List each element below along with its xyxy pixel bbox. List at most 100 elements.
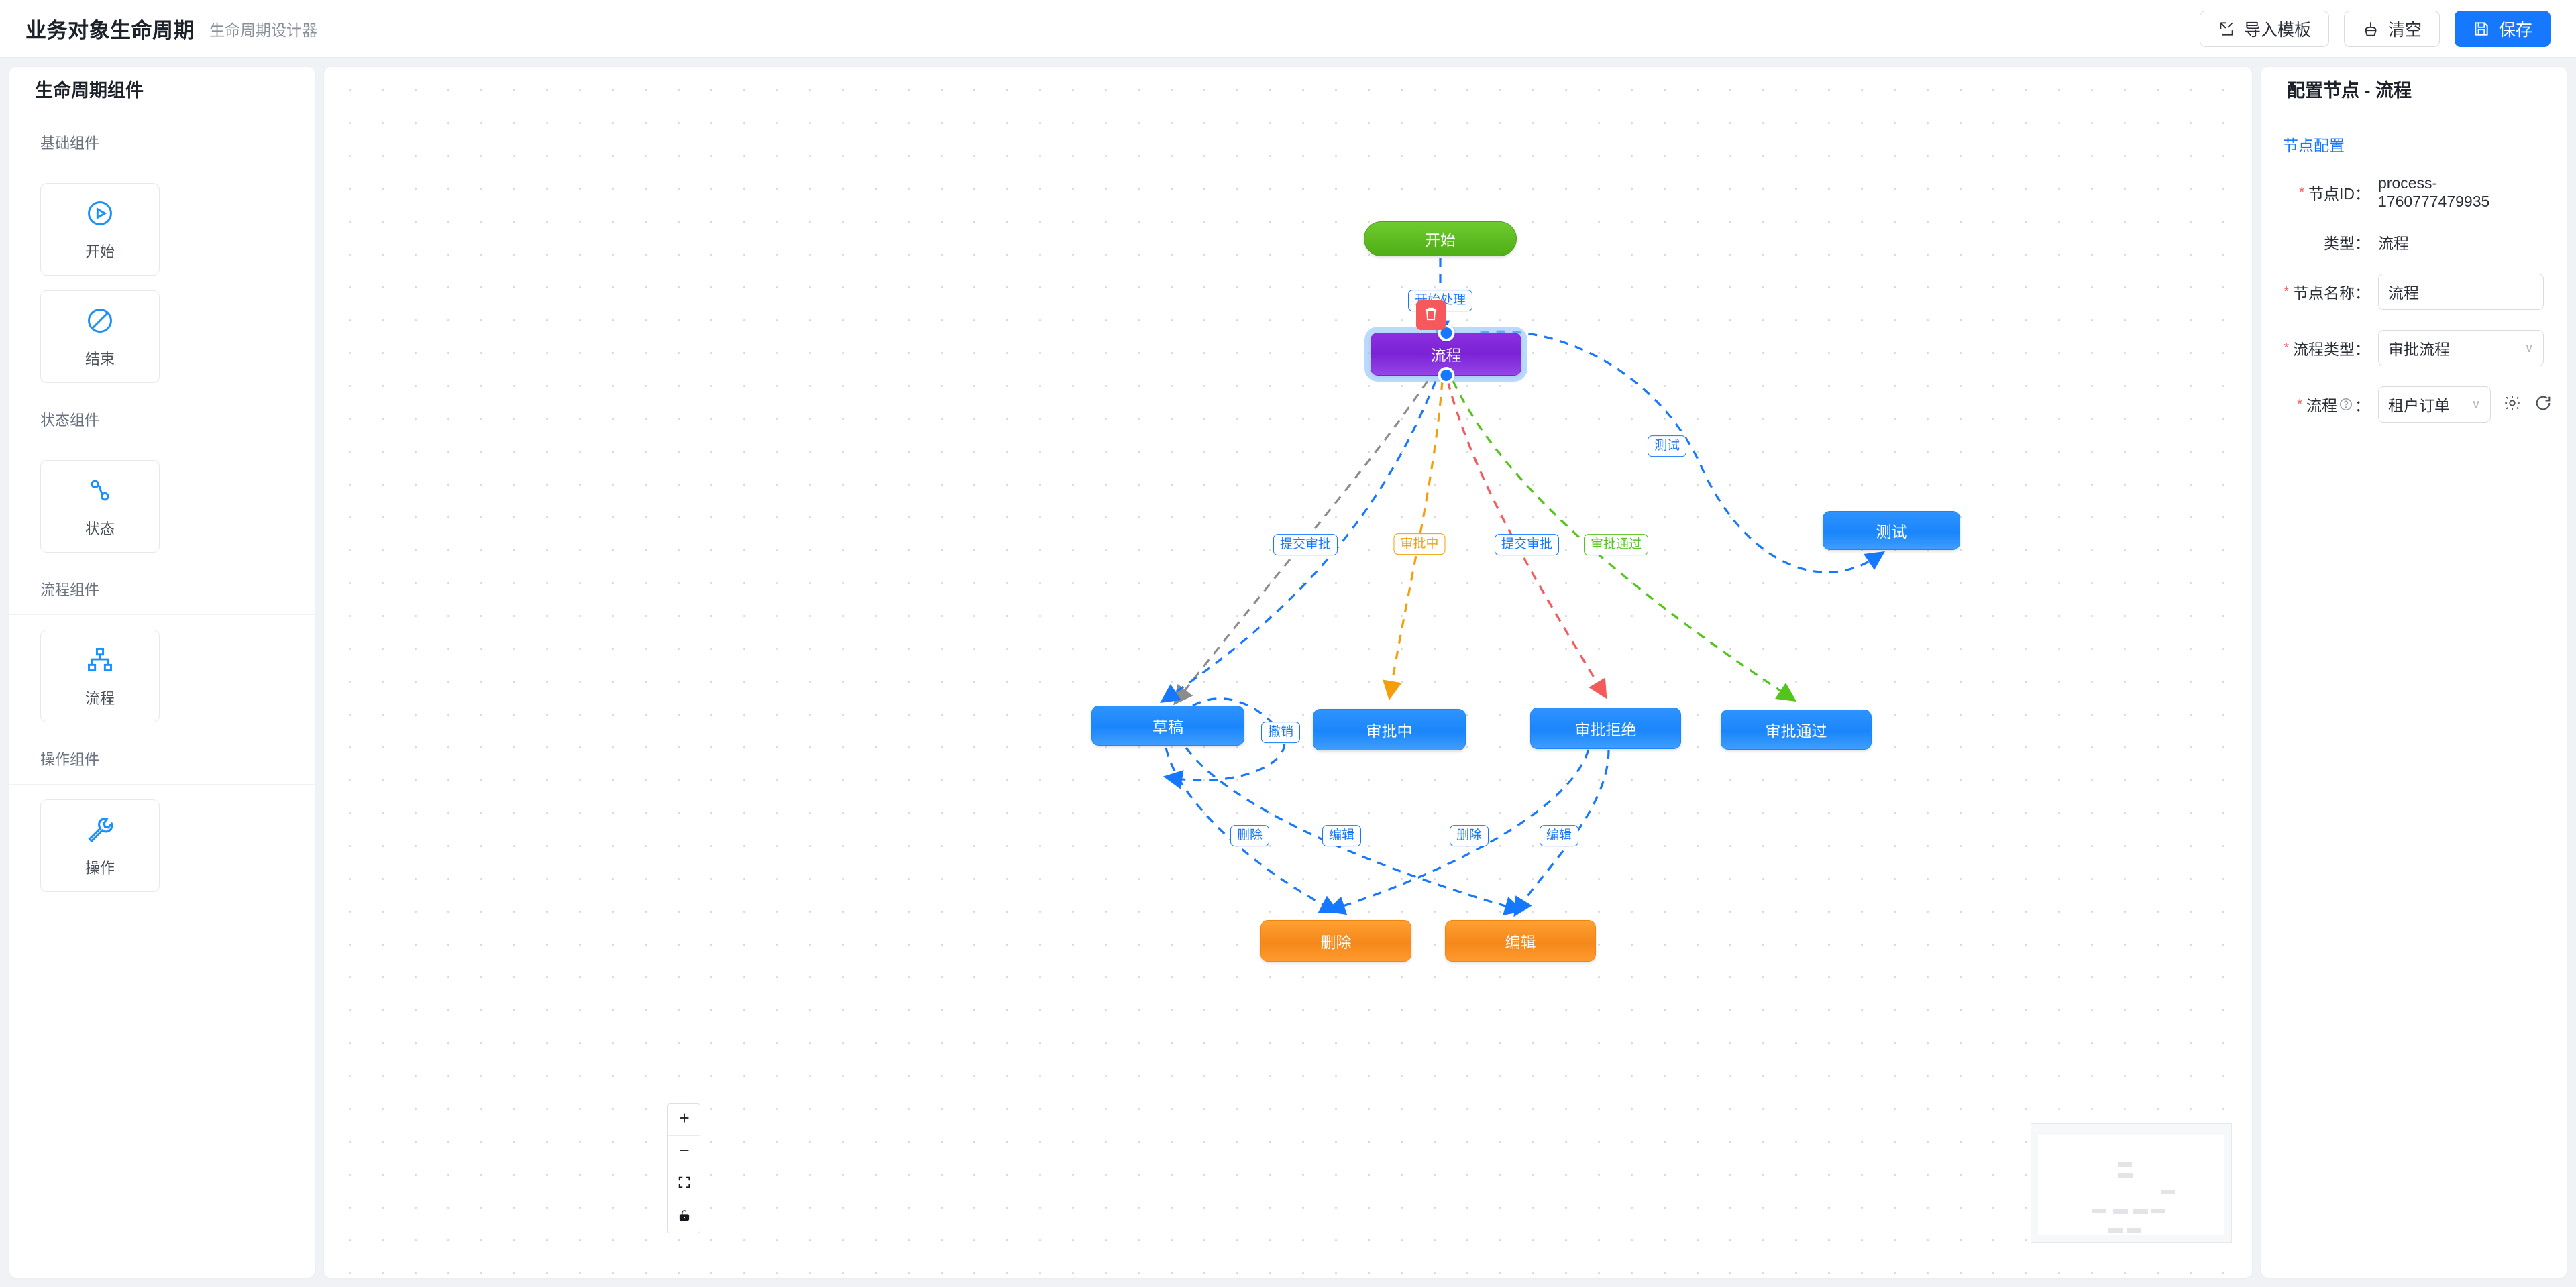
process-colon: ： [2355, 397, 2370, 414]
panel-body: 节点配置 * 节点ID： process-1760777479935 类型： 流… [2261, 111, 2567, 423]
sidebar-title: 生命周期组件 [9, 67, 315, 111]
save-button[interactable]: 保存 [2454, 10, 2551, 47]
canvas-grid [324, 67, 2252, 1278]
edge-e-draft-edit[interactable] [1185, 747, 1524, 915]
chevron-down-icon: ∨ [2471, 397, 2481, 412]
edge-label-e-draft-edit[interactable]: 编辑 [1322, 825, 1362, 846]
import-template-button[interactable]: 导入模板 [2199, 10, 2329, 47]
edge-label-e-draft-delete[interactable]: 删除 [1230, 825, 1270, 846]
process-type-label: 流程类型： [2293, 341, 2370, 358]
process-select[interactable]: 租户订单 ∨ [2378, 386, 2491, 423]
node-id-value: process-1760777479935 [2378, 174, 2490, 210]
node-type-label: 类型： [2324, 235, 2370, 252]
node-id-label: 节点ID： [2308, 185, 2370, 203]
zoom-out-button[interactable] [668, 1136, 700, 1168]
clear-button[interactable]: 清空 [2343, 10, 2440, 47]
flow-canvas[interactable]: 开始处理测试提交审批审批中提交审批审批通过撤销删除编辑删除编辑开始流程测试草稿审… [324, 67, 2252, 1278]
minimap-node [2127, 1228, 2141, 1233]
minimap-node [2151, 1209, 2165, 1213]
chevron-down-icon: ∨ [2524, 341, 2534, 355]
flow-node-process[interactable]: 流程 [1371, 325, 1521, 384]
edge-label-e-draft-pending[interactable]: 撤销 [1260, 722, 1301, 743]
required-mark: * [2297, 396, 2302, 412]
flow-node-approved[interactable]: 审批通过 [1721, 710, 1872, 750]
component-card-label: 操作 [85, 860, 115, 877]
process-type-row: * 流程类型： 审批流程 ∨ [2276, 330, 2544, 366]
node-name-input[interactable]: 流程 [2378, 274, 2544, 310]
import-icon [2218, 20, 2235, 38]
flow-node-pending[interactable]: 审批中 [1313, 709, 1466, 750]
sidebar-group-items: 状态 [9, 445, 315, 558]
component-card-操作[interactable]: 操作 [40, 799, 160, 892]
component-card-label: 结束 [85, 351, 115, 368]
process-settings-button[interactable] [2503, 391, 2522, 418]
component-card-结束[interactable]: 结束 [40, 290, 160, 383]
edge-e-process-draft[interactable] [1160, 380, 1437, 704]
edge-label-e-process-approved[interactable]: 审批通过 [1583, 534, 1649, 555]
node-type-value: 流程 [2378, 235, 2409, 252]
flow-node-label: 审批通过 [1765, 722, 1827, 740]
process-value: 租户订单 [2388, 397, 2450, 414]
fit-view-button[interactable] [668, 1168, 700, 1200]
edge-e-rejected-delete[interactable] [1326, 749, 1590, 915]
process-refresh-button[interactable] [2534, 391, 2553, 418]
component-card-流程[interactable]: 流程 [40, 630, 160, 722]
plus-icon [677, 1111, 692, 1129]
flow-node-rejected[interactable]: 审批拒绝 [1530, 708, 1681, 749]
flow-node-label: 测试 [1876, 523, 1907, 541]
required-mark: * [2284, 340, 2289, 355]
flow-node-label: 草稿 [1152, 718, 1183, 736]
edge-e-process-draft-gray[interactable] [1173, 380, 1429, 706]
import-template-label: 导入模板 [2243, 20, 2311, 40]
refresh-icon [2534, 394, 2553, 416]
flow-node-draft[interactable]: 草稿 [1091, 706, 1244, 746]
flow-node-test[interactable]: 测试 [1823, 511, 1960, 550]
edge-e-draft-pending[interactable] [1163, 697, 1286, 789]
process-type-select[interactable]: 审批流程 ∨ [2378, 330, 2544, 366]
edge-delete-button[interactable] [1416, 300, 1446, 330]
edge-label-e-process-rejected[interactable]: 提交审批 [1494, 534, 1560, 555]
flow-node-edit[interactable]: 编辑 [1445, 920, 1596, 962]
edge-label-e-process-draft[interactable]: 提交审批 [1273, 534, 1338, 555]
edge-label-e-process-test[interactable]: 测试 [1647, 435, 1687, 457]
flow-node-delete[interactable]: 删除 [1260, 920, 1411, 962]
wrench-icon [84, 814, 116, 846]
component-card-状态[interactable]: 状态 [40, 460, 160, 553]
flow-node-start[interactable]: 开始 [1364, 221, 1517, 256]
minimap-node [2133, 1209, 2148, 1214]
trash-icon [1422, 305, 1440, 326]
clear-label: 清空 [2387, 20, 2422, 40]
lock-button[interactable] [668, 1200, 700, 1233]
node-handle-bottom[interactable] [1438, 367, 1454, 384]
zoom-in-button[interactable] [668, 1104, 700, 1136]
save-label: 保存 [2498, 20, 2532, 40]
component-card-开始[interactable]: 开始 [40, 183, 160, 276]
minimap[interactable] [2031, 1123, 2232, 1243]
page-subtitle: 生命周期设计器 [209, 21, 317, 39]
process-row: * 流程 ： 租户订单 ∨ [2276, 386, 2551, 423]
sidebar-group-items: 流程 [9, 615, 315, 728]
help-circle-icon[interactable] [2339, 397, 2353, 412]
edge-label-e-rejected-delete[interactable]: 删除 [1449, 825, 1489, 846]
required-mark: * [2299, 184, 2304, 200]
minimap-node [2113, 1209, 2128, 1214]
edge-e-process-test[interactable] [1464, 330, 1885, 573]
node-config-section-link[interactable]: 节点配置 [2283, 137, 2345, 154]
component-card-label: 流程 [85, 690, 115, 707]
edge-label-e-rejected-edit[interactable]: 编辑 [1539, 825, 1579, 846]
minimap-viewport [2038, 1135, 2224, 1235]
zoom-controls[interactable] [667, 1103, 700, 1233]
ban-icon [84, 304, 116, 337]
sidebar-group-title: 状态组件 [9, 388, 315, 445]
edge-e-process-approved[interactable] [1452, 380, 1796, 702]
sidebar-group-title: 流程组件 [9, 558, 315, 615]
edge-label-e-process-pending[interactable]: 审批中 [1393, 533, 1446, 555]
node-type-label-wrap: 类型： [2276, 231, 2378, 254]
fit-view-icon [677, 1175, 692, 1193]
process-label: 流程 [2306, 397, 2337, 414]
flow-node-label: 删除 [1320, 934, 1352, 951]
component-card-label: 开始 [85, 243, 115, 260]
app-header: 业务对象生命周期 生命周期设计器 导入模板 清空 [0, 0, 2576, 58]
